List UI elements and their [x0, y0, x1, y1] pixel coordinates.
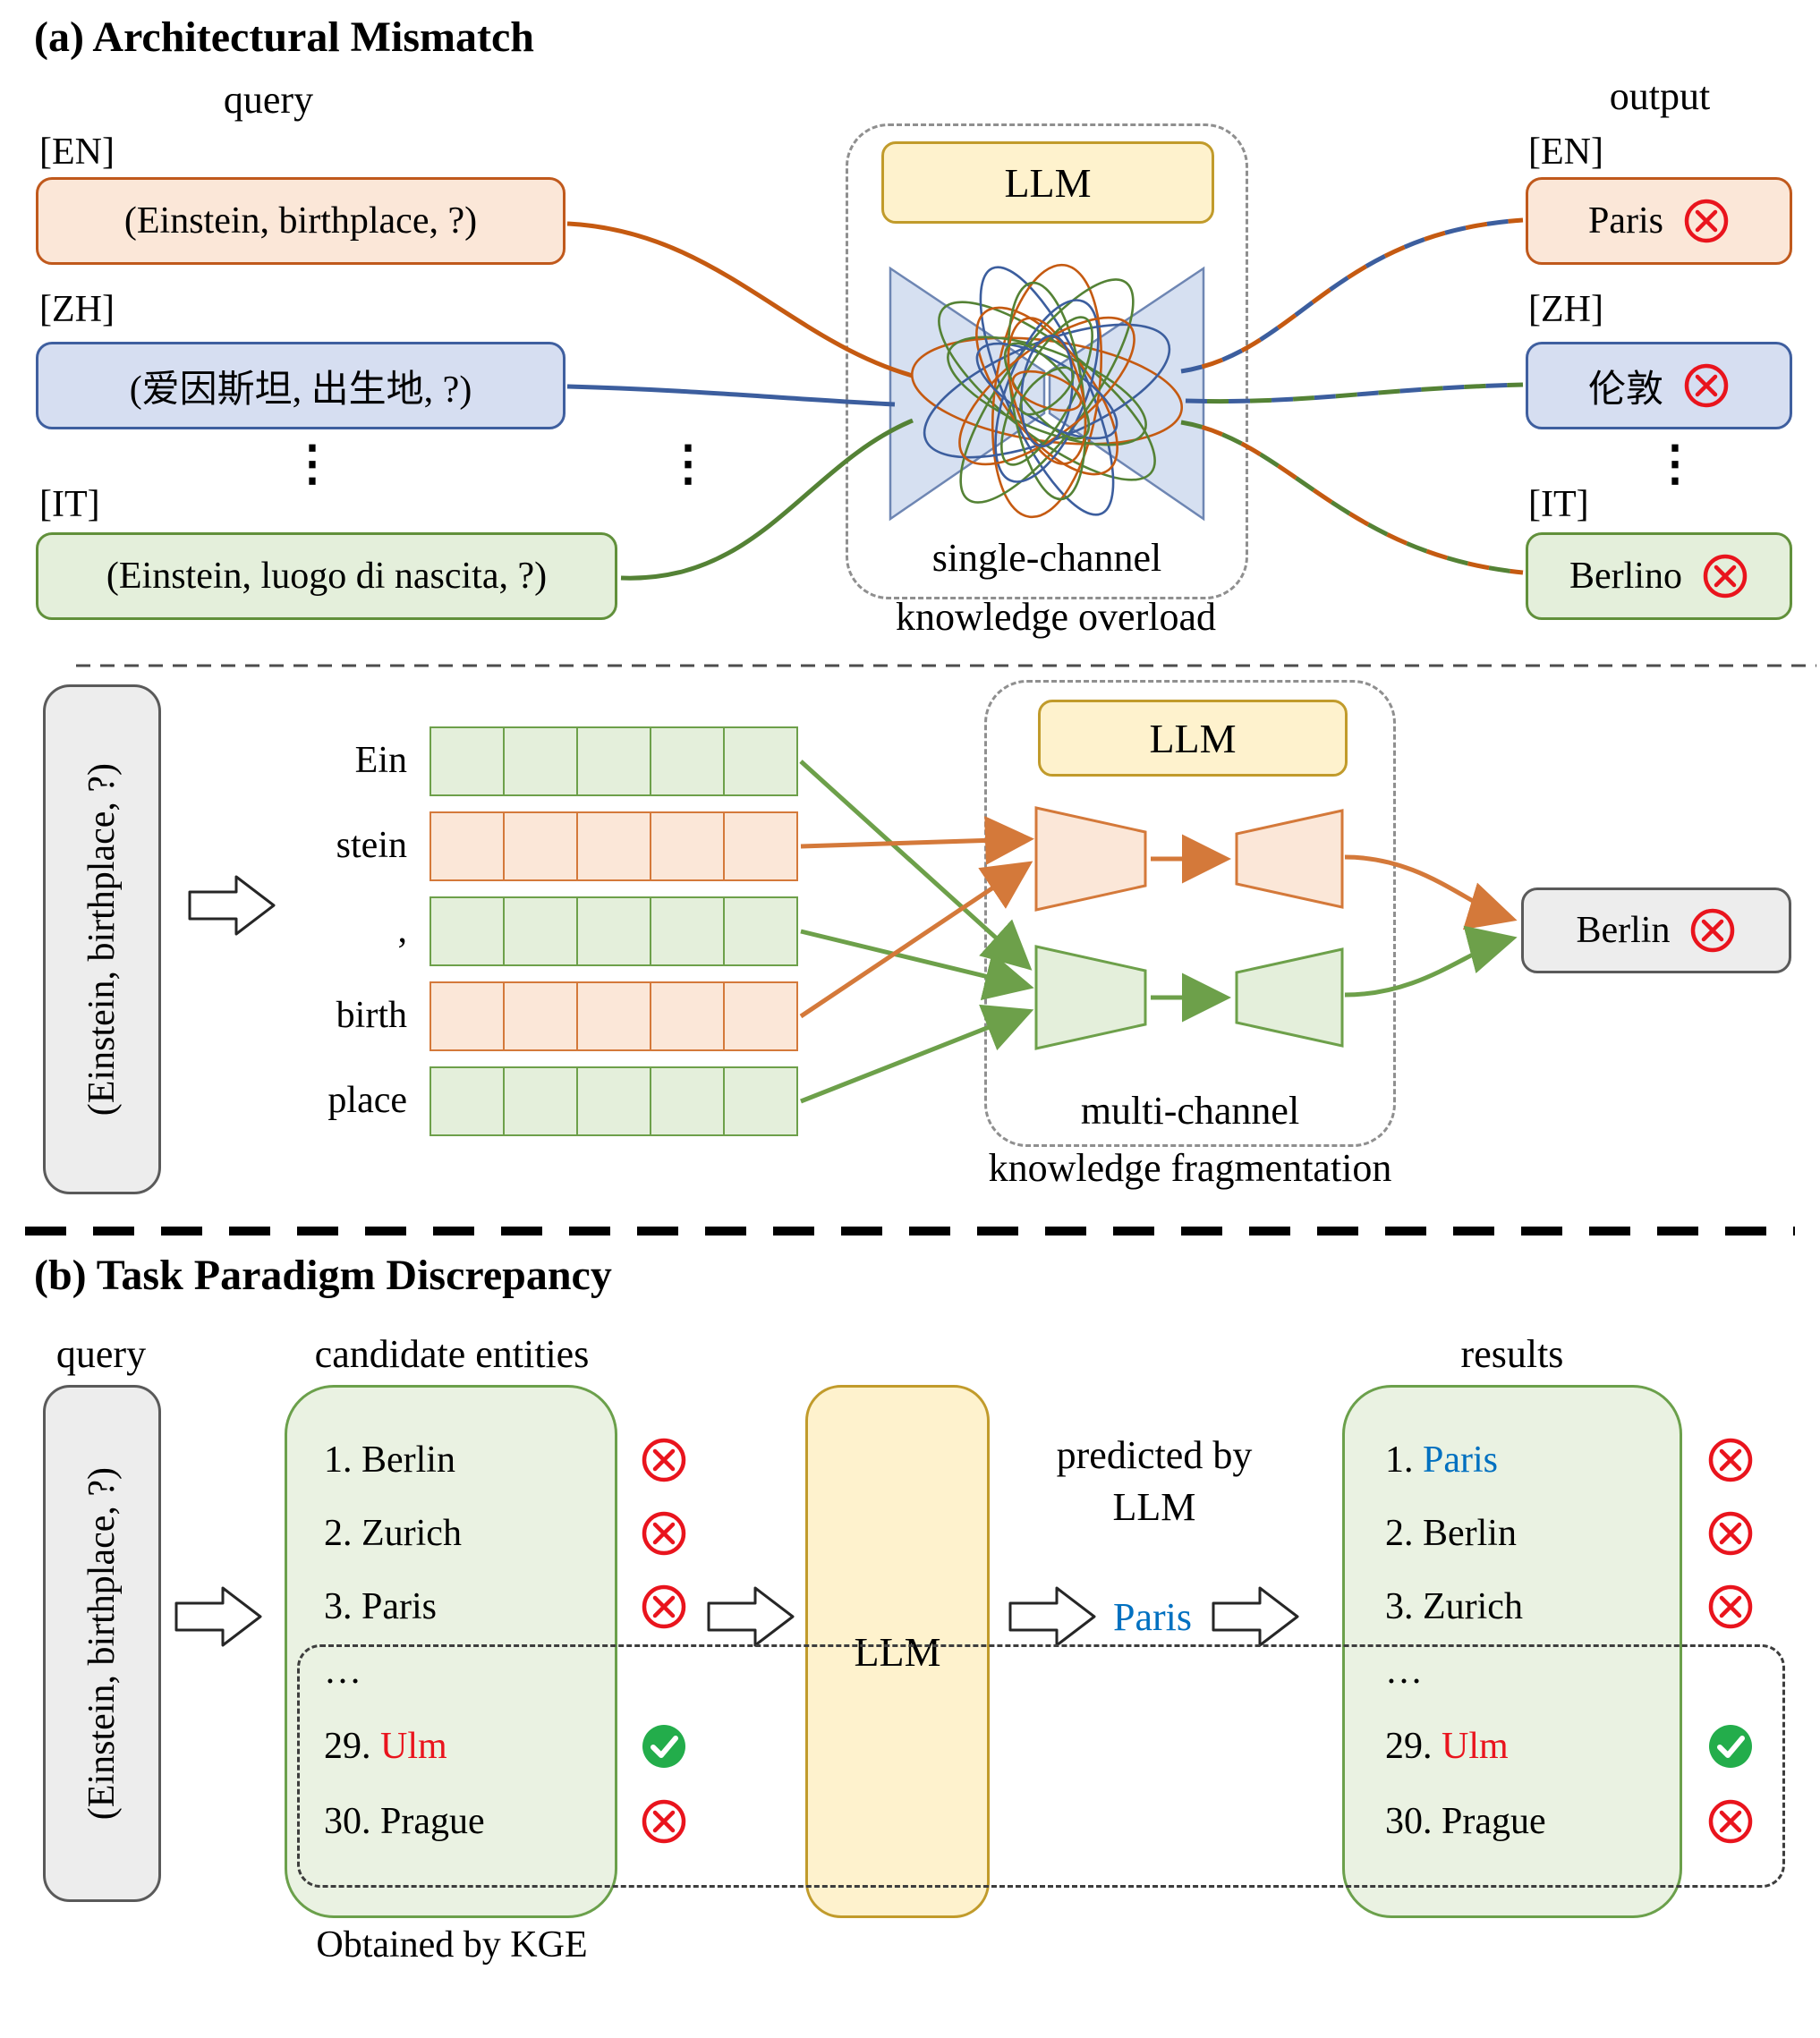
wrong-icon	[1707, 1584, 1754, 1630]
result-item-30: 30. Prague	[1385, 1801, 1546, 1842]
result-item-2: 2. Berlin	[1385, 1513, 1517, 1554]
llm-box-multi-channel: LLM	[1038, 700, 1348, 777]
candidate-item-1: 1. Berlin	[324, 1439, 455, 1481]
output-box-zh: 伦敦	[1526, 342, 1792, 429]
wrong-icon	[1683, 198, 1730, 244]
output-column-label: output	[1609, 74, 1711, 118]
llm-box-b: LLM	[805, 1385, 990, 1918]
candidate-item-2: 2. Zurich	[324, 1513, 462, 1554]
query-text-zh: (爱因斯坦, 出生地, ?)	[129, 369, 472, 411]
token-label-stein: stein	[336, 825, 407, 866]
ellipsis-right: ⋮	[1651, 437, 1699, 490]
result-item-29: 29. Ulm	[1385, 1726, 1509, 1767]
embedding-row-comma	[429, 896, 798, 966]
section-a-title: (a) Architectural Mismatch	[34, 13, 534, 61]
output-box-it: Berlino	[1526, 532, 1792, 620]
query-column-label: query	[223, 78, 314, 122]
correct-icon	[1707, 1723, 1754, 1770]
embedding-row-stein	[429, 811, 798, 881]
candidate-item-30: 30. Prague	[324, 1801, 485, 1842]
llm-box-single-channel: LLM	[881, 141, 1214, 224]
lang-tag-it: [IT]	[39, 484, 100, 525]
knowledge-overload-label: knowledge overload	[896, 595, 1216, 639]
llm-label: LLM	[1004, 159, 1092, 206]
wrong-icon	[641, 1584, 687, 1630]
ellipsis-left-1: ⋮	[288, 437, 336, 490]
multi-channel-label: multi-channel	[1080, 1089, 1300, 1133]
fragment-output-text: Berlin	[1576, 910, 1671, 951]
obtained-by-kge-label: Obtained by KGE	[316, 1924, 588, 1966]
wrong-icon	[1707, 1437, 1754, 1483]
results-box	[1342, 1385, 1682, 1918]
query-box-it: (Einstein, luogo di nascita, ?)	[36, 532, 617, 620]
llm-label: LLM	[854, 1628, 941, 1675]
output-box-en: Paris	[1526, 177, 1792, 265]
query-box-en: (Einstein, birthplace, ?)	[36, 177, 566, 265]
single-channel-label: single-channel	[931, 536, 1162, 580]
predicted-by-label: predicted by LLM	[1056, 1433, 1253, 1529]
out-lang-tag-it: [IT]	[1528, 484, 1589, 525]
token-label-ein: Ein	[354, 740, 407, 781]
section-b-title: (b) Task Paradigm Discrepancy	[34, 1252, 612, 1299]
wrong-icon	[1702, 553, 1748, 599]
lang-tag-en: [EN]	[39, 132, 115, 173]
query-text-en: (Einstein, birthplace, ?)	[123, 200, 478, 242]
token-label-comma: ,	[397, 910, 408, 951]
candidate-entities-box	[285, 1385, 617, 1918]
candidate-entities-label: candidate entities	[314, 1332, 590, 1376]
token-label-birth: birth	[336, 995, 407, 1036]
result-item-3: 3. Zurich	[1385, 1586, 1523, 1627]
output-text-zh: 伦敦	[1587, 369, 1663, 411]
results-label: results	[1460, 1332, 1564, 1376]
query-box-zh: (爱因斯坦, 出生地, ?)	[36, 342, 566, 429]
tail-candidates-dashed-region	[297, 1644, 1785, 1888]
candidate-item-29: 29. Ulm	[324, 1726, 447, 1767]
token-label-place: place	[327, 1080, 407, 1121]
embedding-row-ein	[429, 726, 798, 796]
wrong-icon	[641, 1798, 687, 1845]
output-text-it: Berlino	[1569, 556, 1682, 597]
llm-label: LLM	[1149, 715, 1237, 761]
result-item-1: 1. Paris	[1385, 1439, 1498, 1481]
vertical-query-box-a: (Einstein, birthplace, ?)	[43, 684, 161, 1194]
correct-icon	[641, 1723, 687, 1770]
predicted-value: Paris	[1113, 1595, 1192, 1639]
candidate-item-3: 3. Paris	[324, 1586, 437, 1627]
vertical-query-box-b: (Einstein, birthplace, ?)	[43, 1385, 161, 1902]
knowledge-fragmentation-label: knowledge fragmentation	[988, 1146, 1392, 1190]
output-text-en: Paris	[1588, 200, 1663, 242]
vertical-query-text-b: (Einstein, birthplace, ?)	[81, 1466, 123, 1821]
fragment-output-box: Berlin	[1521, 887, 1791, 973]
wrong-icon	[641, 1437, 687, 1483]
out-lang-tag-en: [EN]	[1528, 132, 1603, 173]
lang-tag-zh: [ZH]	[39, 289, 115, 330]
embedding-row-birth	[429, 981, 798, 1051]
query-text-it: (Einstein, luogo di nascita, ?)	[106, 556, 548, 597]
wrong-icon	[1707, 1510, 1754, 1557]
result-item-ellipsis: …	[1385, 1651, 1423, 1692]
wrong-icon	[641, 1510, 687, 1557]
query-label-b: query	[55, 1332, 147, 1376]
wrong-icon	[1707, 1798, 1754, 1845]
embedding-row-place	[429, 1066, 798, 1136]
wrong-icon	[1683, 362, 1730, 409]
candidate-item-ellipsis: …	[324, 1651, 361, 1692]
wrong-icon	[1689, 907, 1736, 954]
ellipsis-left-2: ⋮	[664, 437, 712, 490]
vertical-query-text-a: (Einstein, birthplace, ?)	[81, 762, 123, 1117]
out-lang-tag-zh: [ZH]	[1528, 289, 1603, 330]
